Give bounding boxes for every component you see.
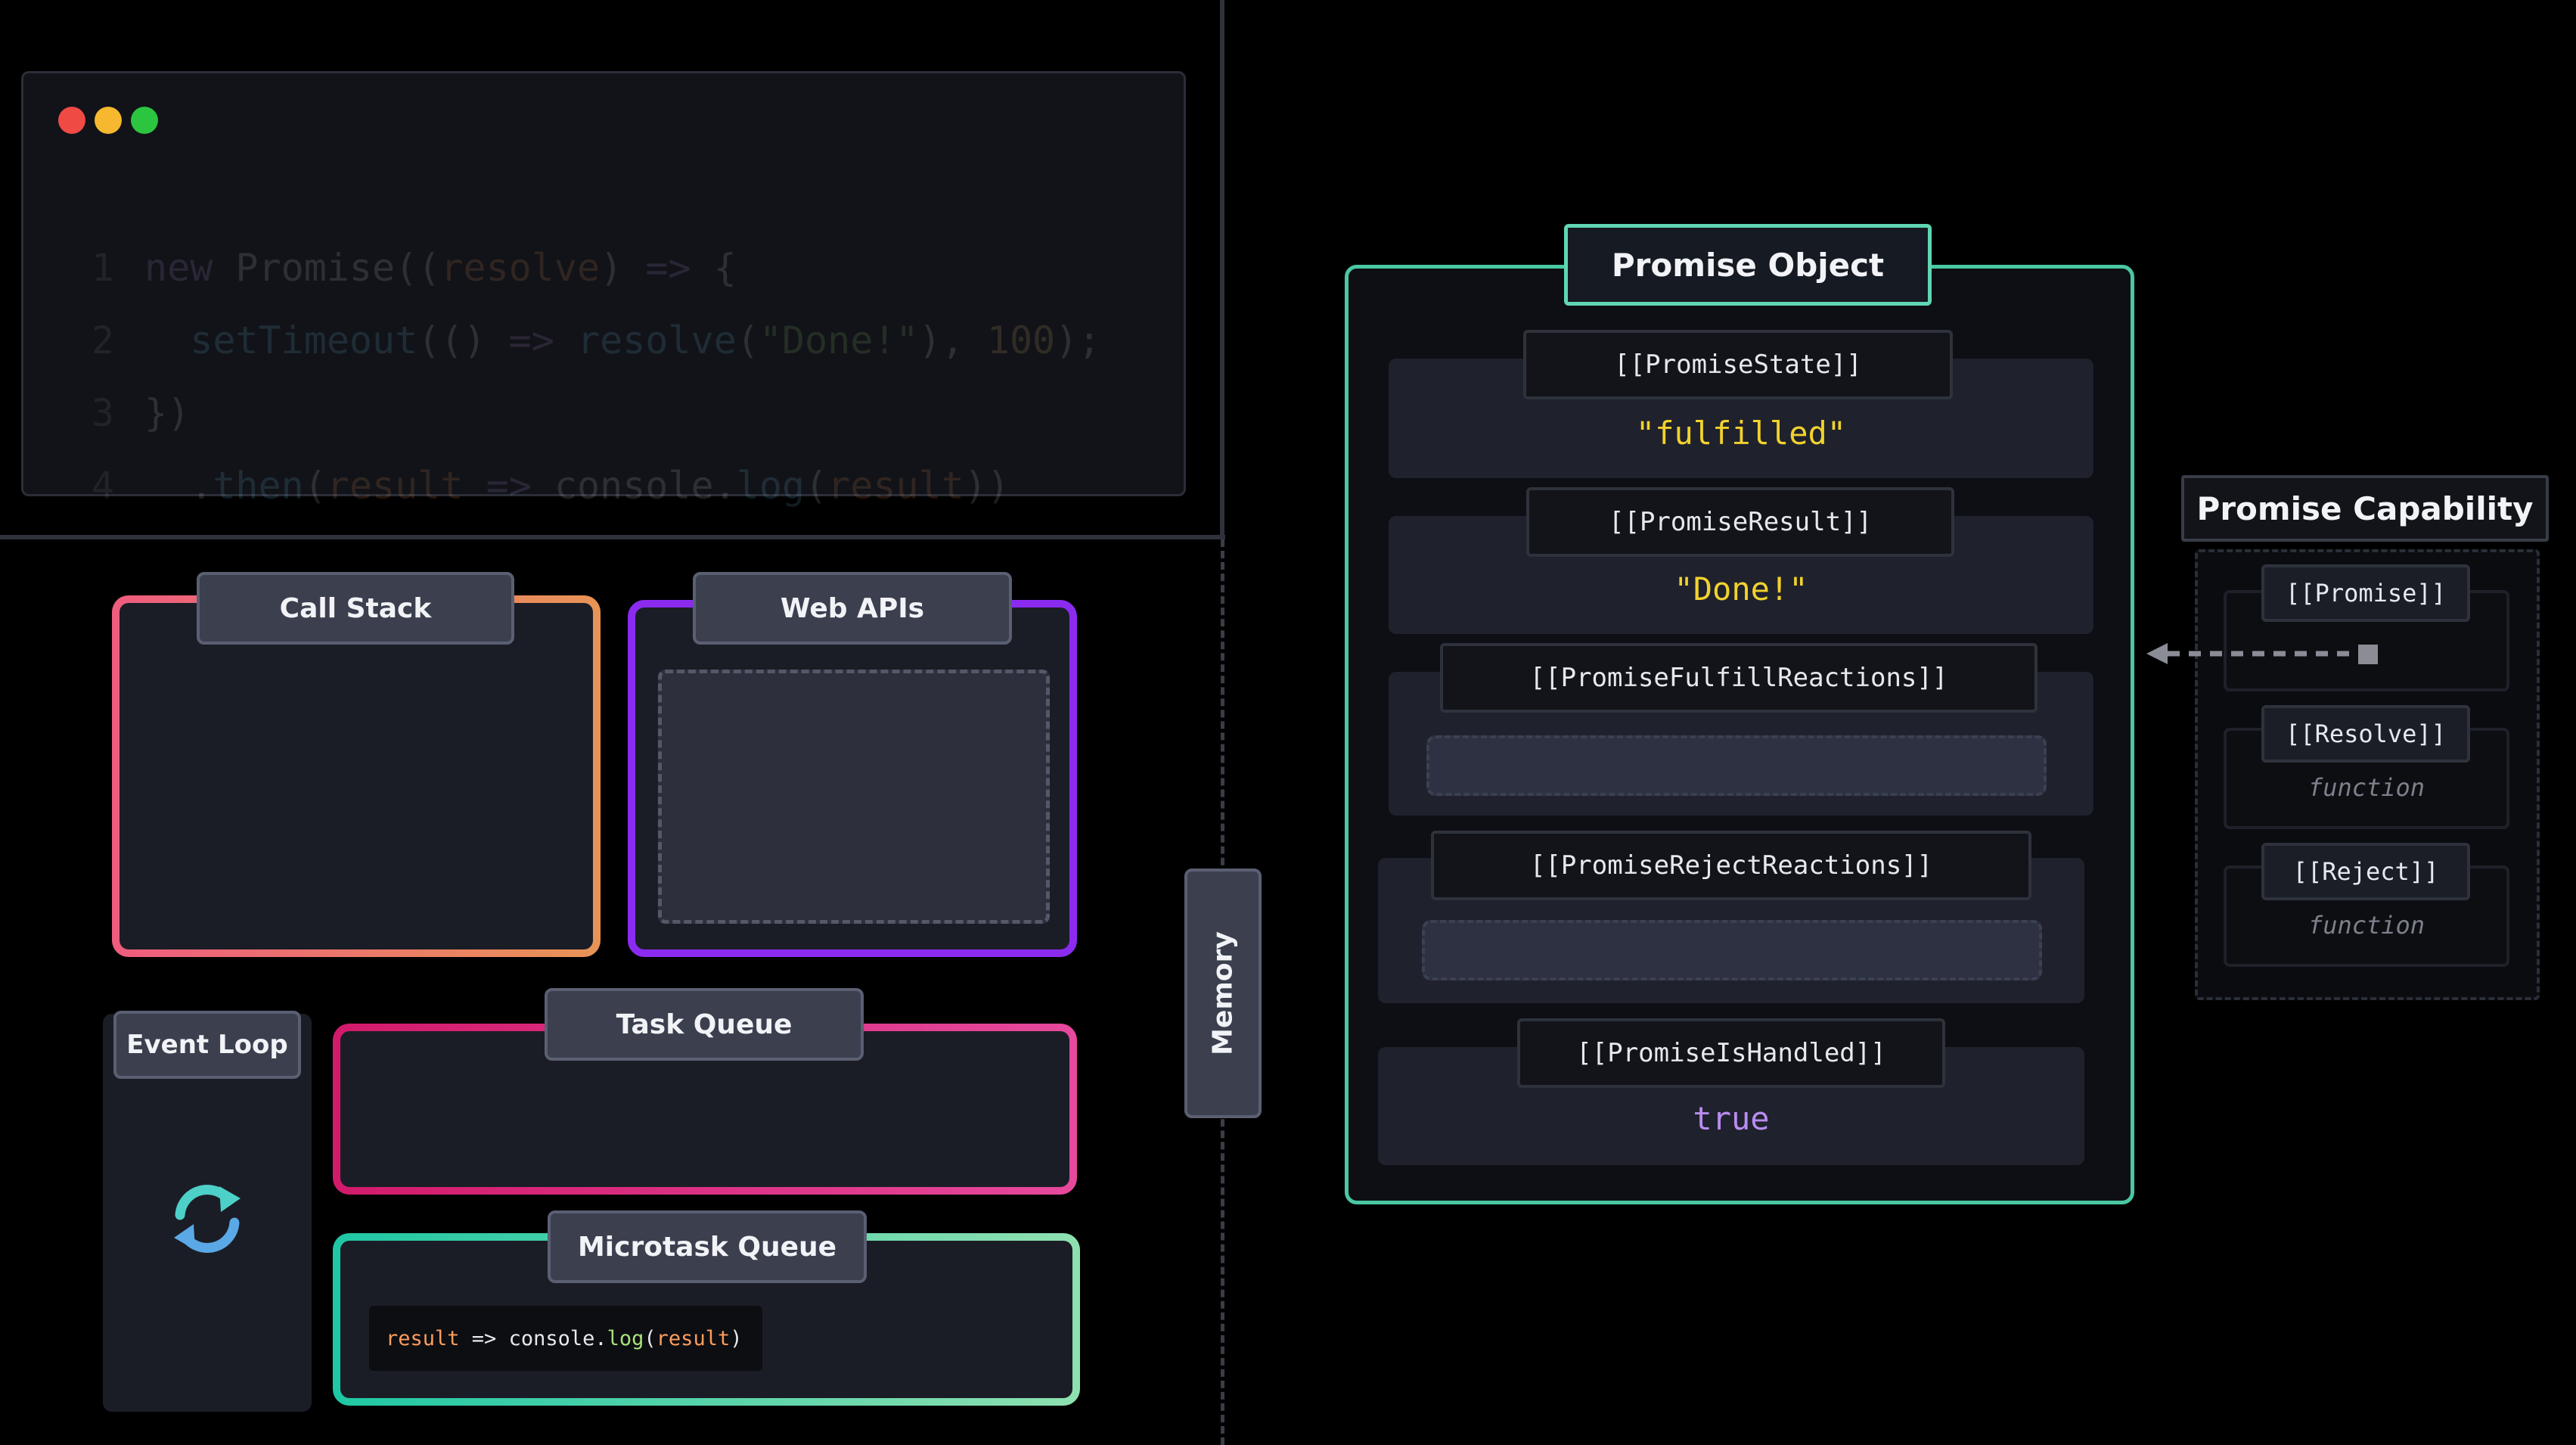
event-loop-panel — [103, 1014, 312, 1412]
code-token: Promise — [235, 246, 396, 290]
code-token: )) — [964, 464, 1010, 508]
code-token: then — [213, 464, 304, 508]
microtask-arrow: => — [459, 1326, 509, 1350]
code-token — [463, 464, 486, 508]
promise-reject-reactions-label: [[PromiseRejectReactions]] — [1431, 831, 2031, 900]
capability-reject-value: function — [2308, 911, 2425, 940]
fulfill-reactions-list — [1426, 735, 2047, 796]
horizontal-divider — [0, 535, 1225, 539]
promise-capability-title: Promise Capability — [2181, 475, 2549, 542]
line-number: 1 — [91, 246, 114, 290]
code-line: 3}) — [23, 391, 190, 435]
window-close-dot-icon[interactable] — [58, 107, 85, 134]
code-token: => — [508, 319, 577, 362]
microtask-close-paren: ) — [730, 1326, 743, 1350]
code-token: new — [144, 246, 236, 290]
line-number: 3 — [91, 391, 114, 435]
code-token: resolve — [440, 246, 601, 290]
event-loop-label: Event Loop — [113, 1011, 301, 1079]
promise-result-value: "Done!" — [1674, 570, 1808, 608]
code-token: ( — [736, 319, 759, 362]
memory-text: Memory — [1207, 931, 1239, 1055]
web-apis-slot — [658, 670, 1050, 924]
microtask-arg2: result — [656, 1326, 731, 1350]
promise-fulfill-reactions-label: [[PromiseFulfillReactions]] — [1440, 643, 2038, 713]
code-token: setTimeout — [190, 319, 418, 362]
task-queue-label: Task Queue — [545, 988, 864, 1061]
call-stack-panel — [112, 595, 601, 957]
code-token: ), — [918, 319, 987, 362]
code-token: ( — [805, 464, 828, 508]
code-token: ); — [1055, 319, 1101, 362]
code-line: 1 new Promise((resolve) => { — [23, 246, 737, 290]
promise-is-handled-value: true — [1693, 1100, 1770, 1137]
code-line: 2 setTimeout(() => resolve("Done!"), 100… — [23, 319, 1100, 362]
refresh-cycle-icon — [174, 1185, 241, 1253]
capability-promise-label: [[Promise]] — [2261, 564, 2470, 622]
reject-reactions-list — [1422, 920, 2042, 980]
code-token: (( — [395, 246, 441, 290]
code-token: . — [144, 464, 213, 508]
code-token: (() — [417, 319, 509, 362]
line-number: 2 — [91, 319, 114, 362]
code-token: resolve — [576, 319, 737, 362]
code-token: result — [827, 464, 964, 508]
code-token: => — [486, 464, 554, 508]
microtask-item: result => console.log(result) — [369, 1306, 762, 1371]
code-token: { — [713, 246, 737, 290]
promise-object-title: Promise Object — [1564, 224, 1932, 306]
line-number: 4 — [91, 464, 114, 508]
promise-reference-arrow — [2146, 643, 2378, 664]
microtask-arg: result — [386, 1326, 460, 1350]
code-token: }) — [144, 391, 191, 435]
capability-reject-label: [[Reject]] — [2261, 843, 2470, 900]
vertical-divider — [1220, 0, 1224, 539]
capability-resolve-label: [[Resolve]] — [2261, 705, 2470, 763]
call-stack-label: Call Stack — [197, 572, 514, 645]
window-maximize-dot-icon[interactable] — [131, 107, 158, 134]
memory-label: Memory — [1184, 869, 1262, 1118]
code-token: log — [736, 464, 805, 508]
code-token: => — [645, 246, 714, 290]
code-token: "Done!" — [759, 319, 919, 362]
code-token: 100 — [986, 319, 1056, 362]
code-token: console. — [554, 464, 737, 508]
code-token: ( — [303, 464, 327, 508]
microtask-object: console. — [508, 1326, 607, 1350]
code-token — [144, 319, 190, 362]
window-minimize-dot-icon[interactable] — [95, 107, 122, 134]
microtask-function: log — [607, 1326, 644, 1350]
promise-state-label: [[PromiseState]] — [1523, 330, 1953, 399]
promise-state-value: "fulfilled" — [1635, 415, 1847, 452]
web-apis-label: Web APIs — [693, 572, 1012, 645]
capability-resolve-value: function — [2308, 773, 2425, 802]
code-token: ) — [600, 246, 646, 290]
code-line: 4 .then(result => console.log(result)) — [23, 464, 1010, 508]
promise-result-label: [[PromiseResult]] — [1526, 487, 1954, 557]
microtask-open-paren: ( — [644, 1326, 656, 1350]
microtask-queue-label: Microtask Queue — [548, 1210, 867, 1283]
code-token: result — [326, 464, 464, 508]
promise-is-handled-label: [[PromiseIsHandled]] — [1517, 1018, 1945, 1088]
